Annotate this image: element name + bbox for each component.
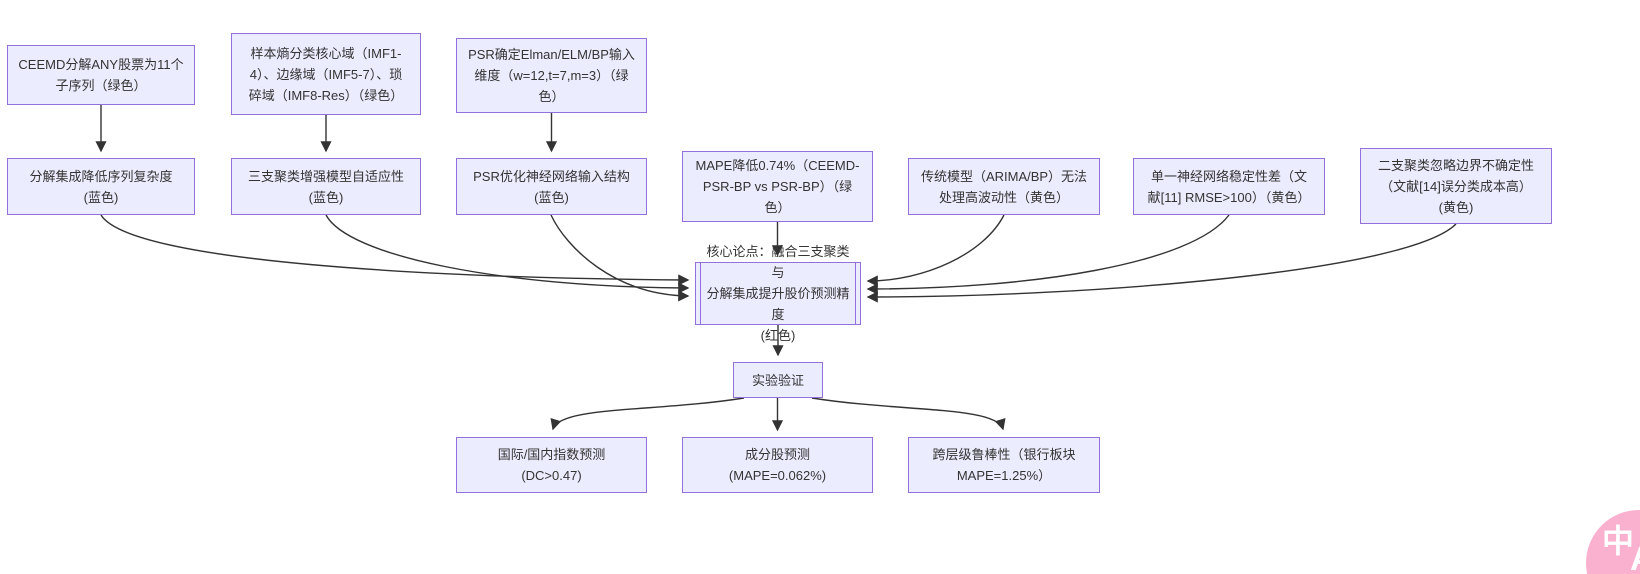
node-psr-structure: PSR优化神经网络输入结构 (蓝色) xyxy=(456,158,647,215)
node-constituent-prediction: 成分股预测 (MAPE=0.062%) xyxy=(682,437,873,493)
node-index-prediction: 国际/国内指数预测 (DC>0.47) xyxy=(456,437,647,493)
node-traditional-limit: 传统模型（ARIMA/BP）无法 处理高波动性（黄色） xyxy=(908,158,1100,215)
node-experiment-validation: 实验验证 xyxy=(733,362,823,398)
node-ceemd-decompose-label: CEEMD分解ANY股票为11个 子序列（绿色） xyxy=(18,57,184,93)
node-traditional-limit-label: 传统模型（ARIMA/BP）无法 处理高波动性（黄色） xyxy=(920,168,1088,205)
node-single-nn-instability-label: 单一神经网络稳定性差（文 献[11] RMSE>100）（黄色） xyxy=(1147,168,1311,205)
node-decomposition-complexity: 分解集成降低序列复杂度 (蓝色) xyxy=(7,158,195,215)
node-index-prediction-label: 国际/国内指数预测 (DC>0.47) xyxy=(497,447,606,483)
node-core-thesis-label: 核心论点：融合三支聚类与 分解集成提升股价预测精度 (红色) xyxy=(706,244,850,343)
node-mape-improvement: MAPE降低0.74%（CEEMD- PSR-BP vs PSR-BP）（绿 色… xyxy=(682,151,873,222)
node-two-way-limit: 二支聚类忽略边界不确定性 （文献[14]误分类成本高） (黄色) xyxy=(1360,148,1552,224)
node-two-way-limit-label: 二支聚类忽略边界不确定性 （文献[14]误分类成本高） (黄色) xyxy=(1377,157,1534,215)
node-psr-dimension: PSR确定Elman/ELM/BP输入 维度（w=12,t=7,m=3）（绿 色… xyxy=(456,38,647,113)
node-experiment-validation-label: 实验验证 xyxy=(751,372,804,388)
translate-en-icon: A xyxy=(1630,540,1640,574)
edge-complexity-to-core xyxy=(100,214,690,286)
node-robustness-label: 跨层级鲁棒性（银行板块 MAPE=1.25%） xyxy=(932,447,1076,483)
edge-singlenn-to-core xyxy=(866,214,1230,295)
node-single-nn-instability: 单一神经网络稳定性差（文 献[11] RMSE>100）（黄色） xyxy=(1133,158,1325,215)
node-decomposition-complexity-label: 分解集成降低序列复杂度 (蓝色) xyxy=(29,168,173,205)
node-mape-improvement-label: MAPE降低0.74%（CEEMD- PSR-BP vs PSR-BP）（绿 色… xyxy=(695,158,860,215)
edge-structure-to-core xyxy=(550,214,690,302)
node-robustness: 跨层级鲁棒性（银行板块 MAPE=1.25%） xyxy=(908,437,1100,493)
node-core-thesis: 核心论点：融合三支聚类与 分解集成提升股价预测精度 (红色) xyxy=(695,244,861,343)
edge-threeway-to-core xyxy=(325,214,690,294)
edge-twoway-to-core xyxy=(866,223,1457,303)
node-sample-entropy-label: 样本熵分类核心域（IMF1- 4）、边缘域（IMF5-7）、琐 碎域（IMF8-… xyxy=(248,45,404,103)
translate-fab-button[interactable]: 中 A xyxy=(1586,510,1640,574)
edge-experiment-to-index xyxy=(550,397,745,431)
node-psr-structure-label: PSR优化神经网络输入结构 (蓝色) xyxy=(473,168,630,205)
node-constituent-prediction-label: 成分股预测 (MAPE=0.062%) xyxy=(728,447,827,483)
node-ceemd-decompose: CEEMD分解ANY股票为11个 子序列（绿色） xyxy=(7,45,195,105)
node-three-way-adaptivity: 三支聚类增强模型自适应性 (蓝色) xyxy=(231,158,421,215)
node-three-way-adaptivity-label: 三支聚类增强模型自适应性 (蓝色) xyxy=(247,168,404,205)
node-sample-entropy: 样本熵分类核心域（IMF1- 4）、边缘域（IMF5-7）、琐 碎域（IMF8-… xyxy=(231,33,421,115)
edge-traditional-to-core xyxy=(866,214,1005,287)
translate-zh-icon: 中 xyxy=(1602,523,1635,559)
node-psr-dimension-label: PSR确定Elman/ELM/BP输入 维度（w=12,t=7,m=3）（绿 色… xyxy=(468,47,635,104)
edge-experiment-to-robustness xyxy=(811,397,1006,431)
